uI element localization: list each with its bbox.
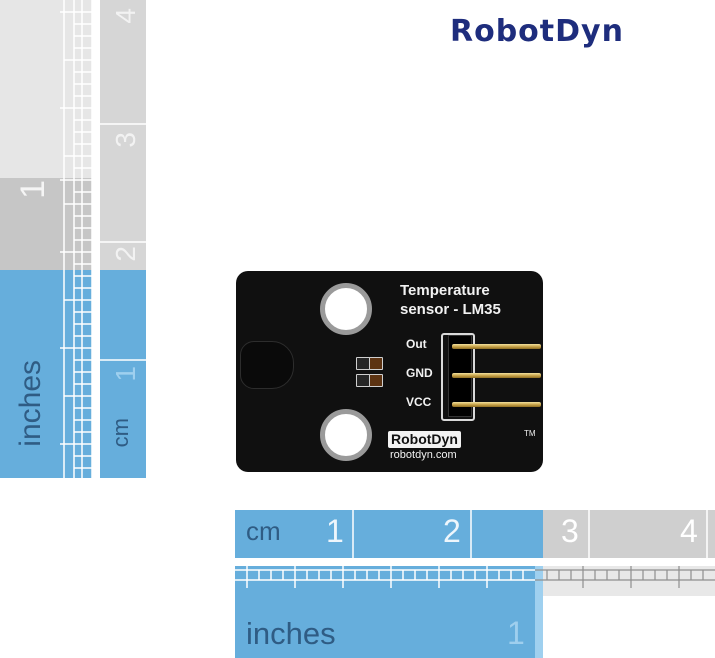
robotdyn-logo: RobotDyn [450,14,624,49]
mounting-hole-top [320,283,372,335]
vertical-ruler-inches-section [0,178,92,270]
smd-component-2 [369,357,383,370]
board-robotdyn-logo: RobotDyn [388,431,461,448]
horizontal-ruler-cm-dividers [352,510,708,558]
vertical-ruler-cm-1: 1 [110,366,141,382]
horizontal-ruler-cm-highlight [235,510,543,558]
vertical-ruler-cm-dividers [100,123,146,361]
horizontal-ruler-ticks-gray [535,566,715,596]
horizontal-ruler-ticks-highlight [235,566,535,596]
horizontal-ruler-cm-gray [543,510,715,558]
vertical-ruler-cm-2: 2 [110,246,141,262]
lm35-sensor-board: Temperature sensor - LM35 Out GND VCC Ro… [236,271,543,472]
vertical-ruler-cm-3: 3 [110,132,141,148]
pin-out [452,344,541,349]
horizontal-ruler-inches-highlight [235,596,535,658]
smd-component-1 [356,357,370,370]
board-title-line2: sensor - LM35 [400,301,501,318]
vertical-ruler-cm-gray [100,0,146,270]
pin-vcc [452,402,541,407]
smd-component-3 [356,374,370,387]
vertical-ruler-ticks [60,0,100,478]
lm35-sensor-chip [240,341,294,389]
horizontal-ruler-cm-2: 2 [443,513,461,549]
horizontal-ruler-cm-4: 4 [680,513,698,549]
pin-label-out: Out [406,337,427,351]
pin-label-gnd: GND [406,366,433,380]
board-url: robotdyn.com [390,449,457,461]
board-trademark: TM [524,429,536,438]
vertical-ruler-cm-4: 4 [110,8,141,24]
vertical-ruler-inches-label: inches [14,360,47,447]
horizontal-ruler-cm-label: cm [246,516,281,546]
pin-label-vcc: VCC [406,395,432,409]
vertical-ruler-cm-highlight [100,270,146,478]
horizontal-ruler-edge-strip [535,566,543,658]
horizontal-ruler-inch-1: 1 [507,615,525,651]
horizontal-ruler-cm-3: 3 [561,513,579,549]
mounting-hole-bottom [320,409,372,461]
smd-component-4 [369,374,383,387]
horizontal-ruler-inches-label: inches [246,616,336,651]
horizontal-ruler-cm-1: 1 [326,513,344,549]
horizontal-ruler-ticks [235,566,715,588]
board-title-line1: Temperature [400,282,490,299]
vertical-ruler-cm-label: cm [108,418,133,448]
board-title: Temperature sensor - LM35 [400,281,501,319]
vertical-ruler-inch-1: 1 [14,180,52,199]
pin-gnd [452,373,541,378]
